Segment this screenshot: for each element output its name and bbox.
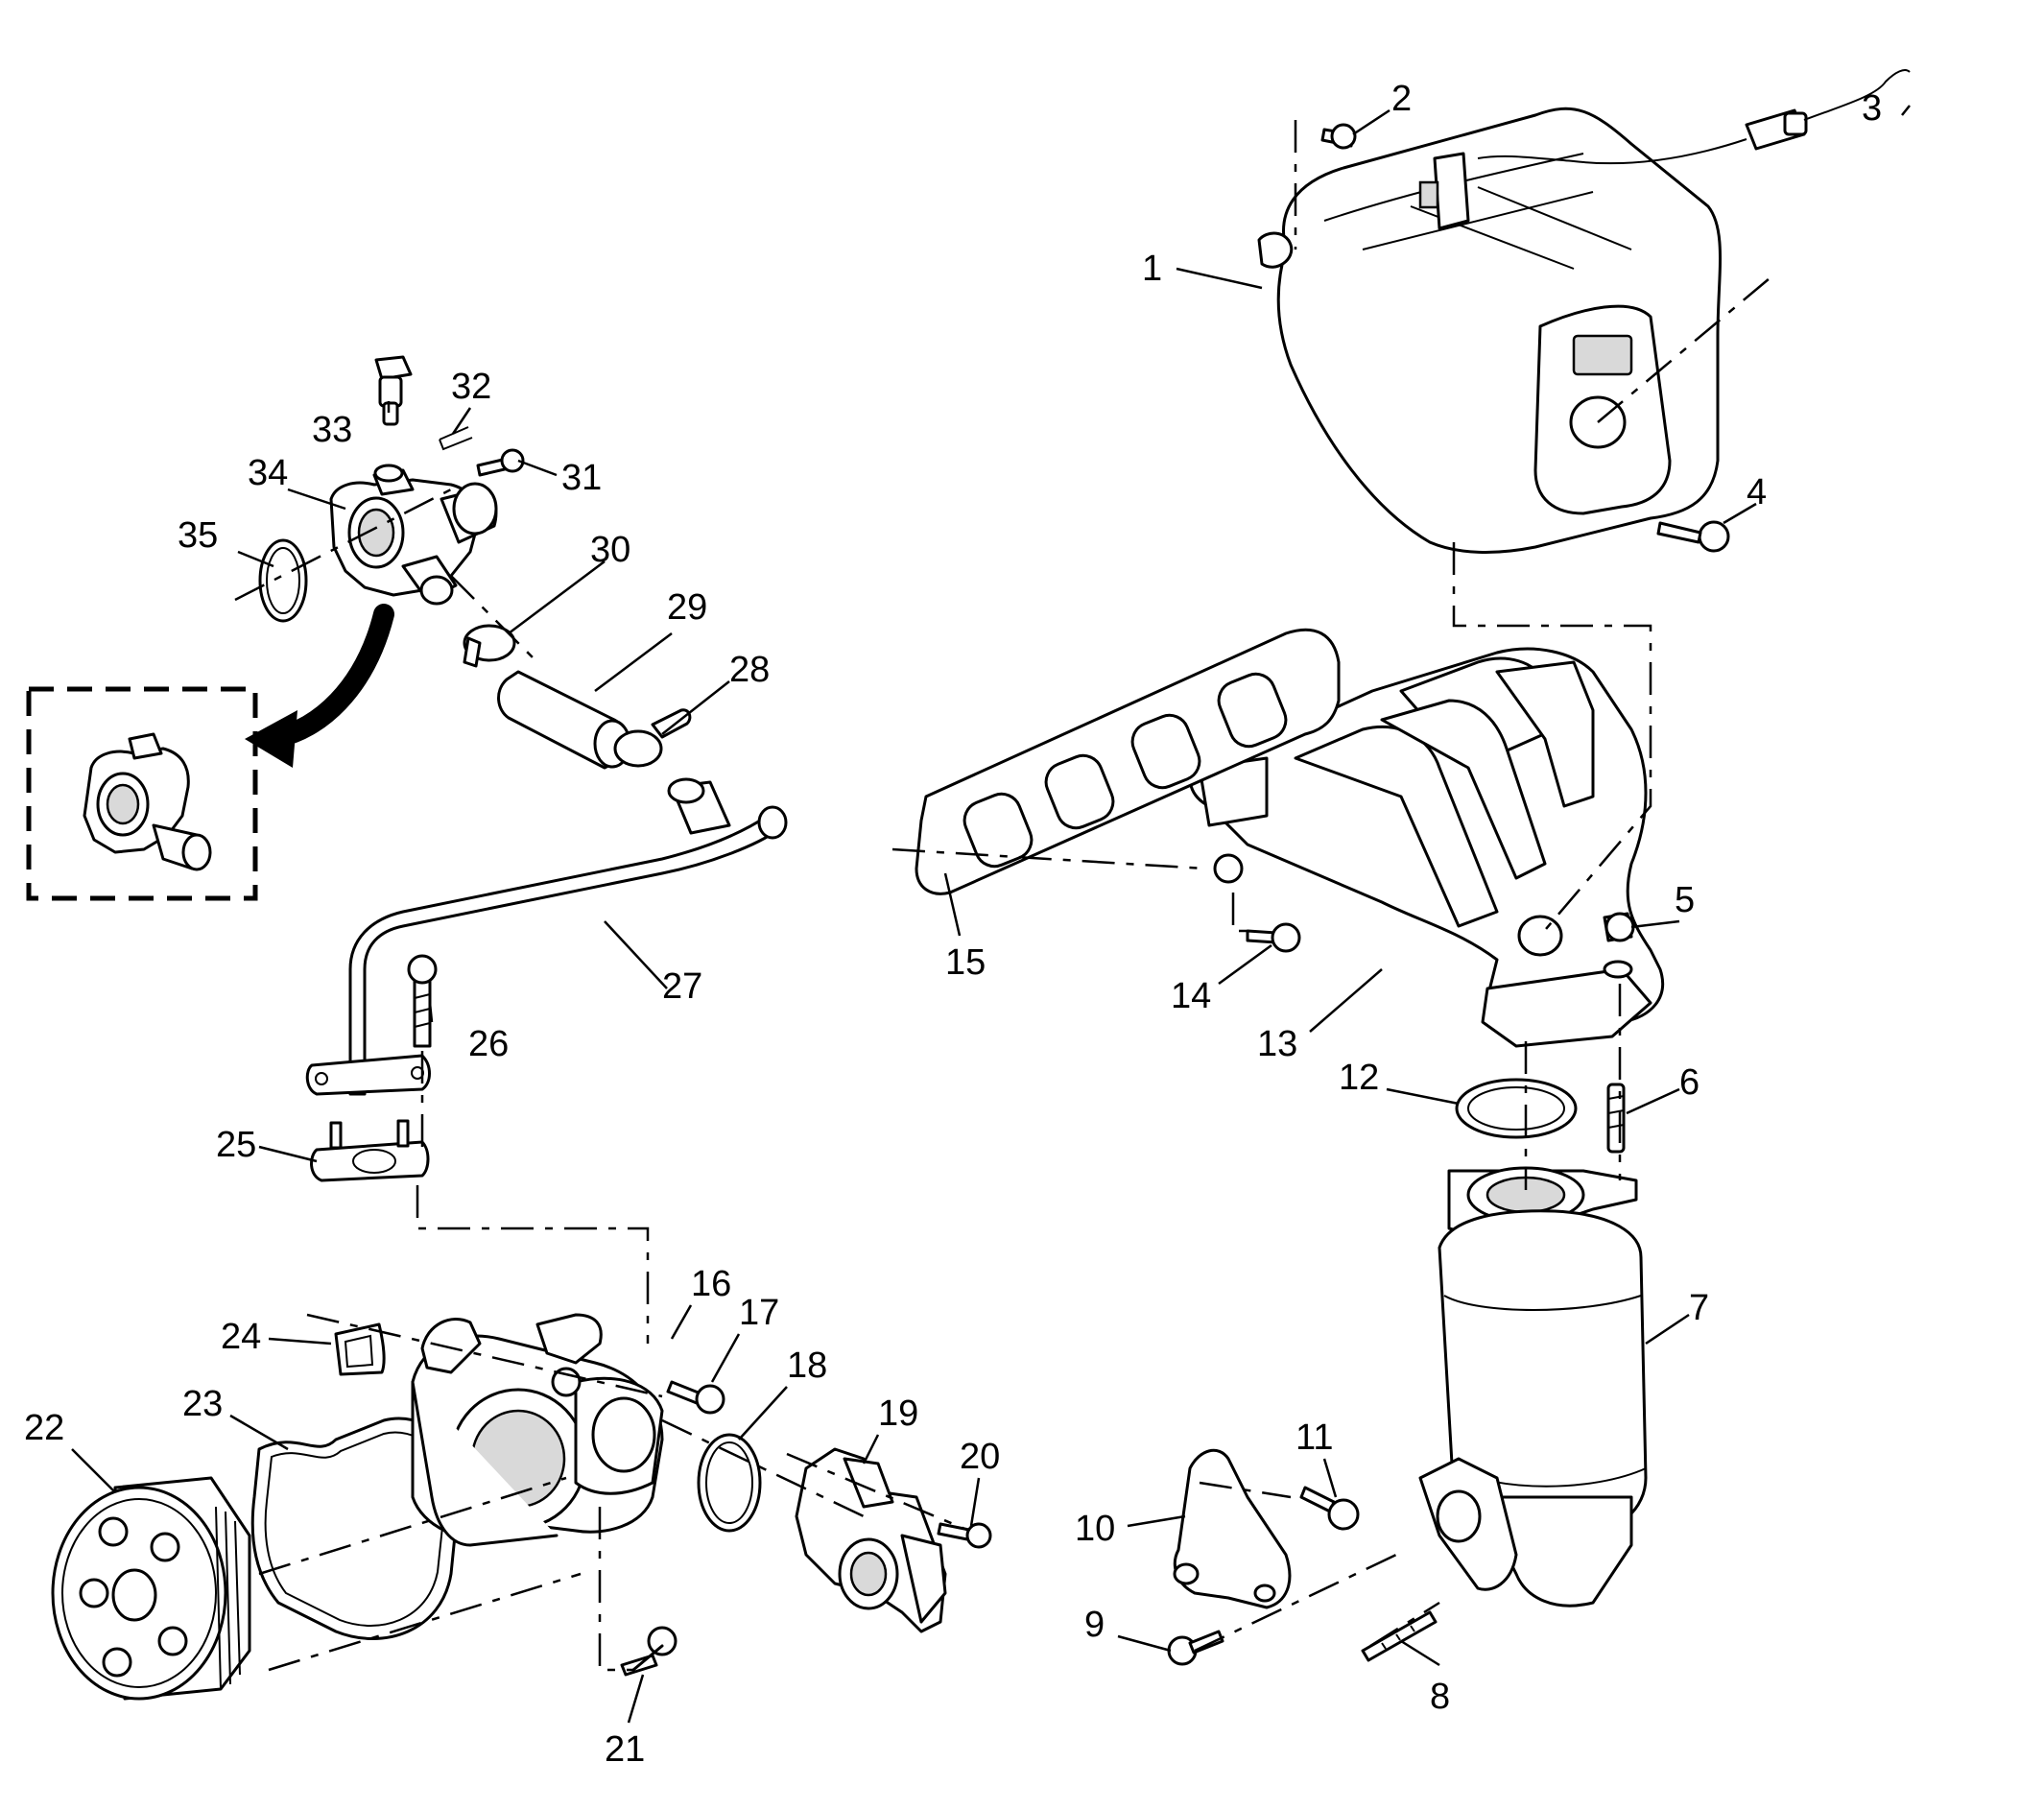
callout-28: 28 <box>729 650 770 690</box>
inset-alternate-view <box>26 686 258 901</box>
view-arrow <box>245 604 394 768</box>
bracket-10 <box>1173 1448 1292 1609</box>
callout-4: 4 <box>1747 472 1767 512</box>
callout-17: 17 <box>739 1293 779 1333</box>
callout-33: 33 <box>312 410 352 450</box>
leader-lines <box>71 105 1911 1724</box>
water-pump-gasket <box>250 1417 463 1640</box>
callout-12: 12 <box>1339 1058 1379 1098</box>
bolt-26 <box>407 954 438 1048</box>
callout-16: 16 <box>691 1264 731 1304</box>
exhaust-manifold <box>1188 647 1665 1048</box>
callout-23: 23 <box>182 1384 223 1424</box>
oxygen-sensor-3 <box>1418 69 1911 230</box>
clamp-30 <box>463 624 516 668</box>
callout-9: 9 <box>1084 1605 1105 1645</box>
callout-6: 6 <box>1679 1062 1699 1103</box>
nut-4 <box>1656 520 1730 553</box>
hose-29 <box>497 670 631 770</box>
bolt-11 <box>1299 1486 1360 1531</box>
callout-14: 14 <box>1171 976 1211 1016</box>
callout-24: 24 <box>221 1317 261 1357</box>
callout-11: 11 <box>1295 1417 1333 1458</box>
thermostat-housing-19 <box>795 1447 947 1633</box>
assembly-lines <box>234 120 1776 1672</box>
bolt-14 <box>1246 922 1301 953</box>
coolant-pipe <box>305 805 788 1096</box>
water-pump-pulley <box>51 1476 251 1701</box>
callout-19: 19 <box>878 1393 918 1434</box>
bolt-31 <box>476 448 525 477</box>
catalytic-converter <box>1418 1166 1648 1608</box>
callout-35: 35 <box>178 515 218 556</box>
temperature-sensor-33 <box>374 355 413 426</box>
bolt-9 <box>1167 1630 1224 1666</box>
heat-shield <box>1257 107 1722 554</box>
callout-labels: 1 2 3 4 5 6 7 8 9 10 11 12 13 14 15 16 1… <box>24 79 1882 1770</box>
o-ring-18 <box>697 1433 762 1533</box>
stud-6 <box>1606 1083 1626 1154</box>
gasket-ring-12 <box>1455 1078 1578 1139</box>
callout-5: 5 <box>1675 880 1695 920</box>
callout-22: 22 <box>24 1408 64 1448</box>
callout-34: 34 <box>248 453 288 493</box>
callout-18: 18 <box>787 1346 827 1386</box>
pipe-end-fitting <box>667 777 731 835</box>
callout-29: 29 <box>667 587 707 628</box>
gasket-24 <box>334 1322 386 1376</box>
manifold-gasket <box>915 628 1341 895</box>
bolt-17 <box>666 1380 725 1415</box>
callout-10: 10 <box>1075 1509 1115 1549</box>
clamp-28 <box>613 708 692 768</box>
callout-15: 15 <box>945 942 986 983</box>
callout-7: 7 <box>1689 1288 1709 1328</box>
callout-2: 2 <box>1391 79 1412 119</box>
callout-27: 27 <box>662 966 702 1007</box>
callout-13: 13 <box>1257 1024 1297 1064</box>
callout-25: 25 <box>216 1125 256 1165</box>
callout-31: 31 <box>561 458 602 498</box>
callout-32: 32 <box>451 367 491 407</box>
stud-8 <box>1361 1610 1438 1662</box>
callout-30: 30 <box>590 530 630 570</box>
bolt-21 <box>620 1626 677 1677</box>
callout-21: 21 <box>605 1729 645 1770</box>
o-ring-35 <box>258 538 308 623</box>
callout-3: 3 <box>1862 88 1882 129</box>
callout-1: 1 <box>1142 249 1162 289</box>
bolt-20 <box>937 1522 992 1549</box>
callout-26: 26 <box>468 1024 509 1064</box>
nut-5 <box>1603 912 1635 979</box>
callout-8: 8 <box>1430 1677 1450 1717</box>
water-pump-housing <box>411 1313 664 1547</box>
coolant-outlet-34 <box>329 464 498 606</box>
bolt-2 <box>1320 123 1357 150</box>
flange-gasket-25 <box>310 1119 430 1182</box>
callout-20: 20 <box>960 1437 1000 1477</box>
